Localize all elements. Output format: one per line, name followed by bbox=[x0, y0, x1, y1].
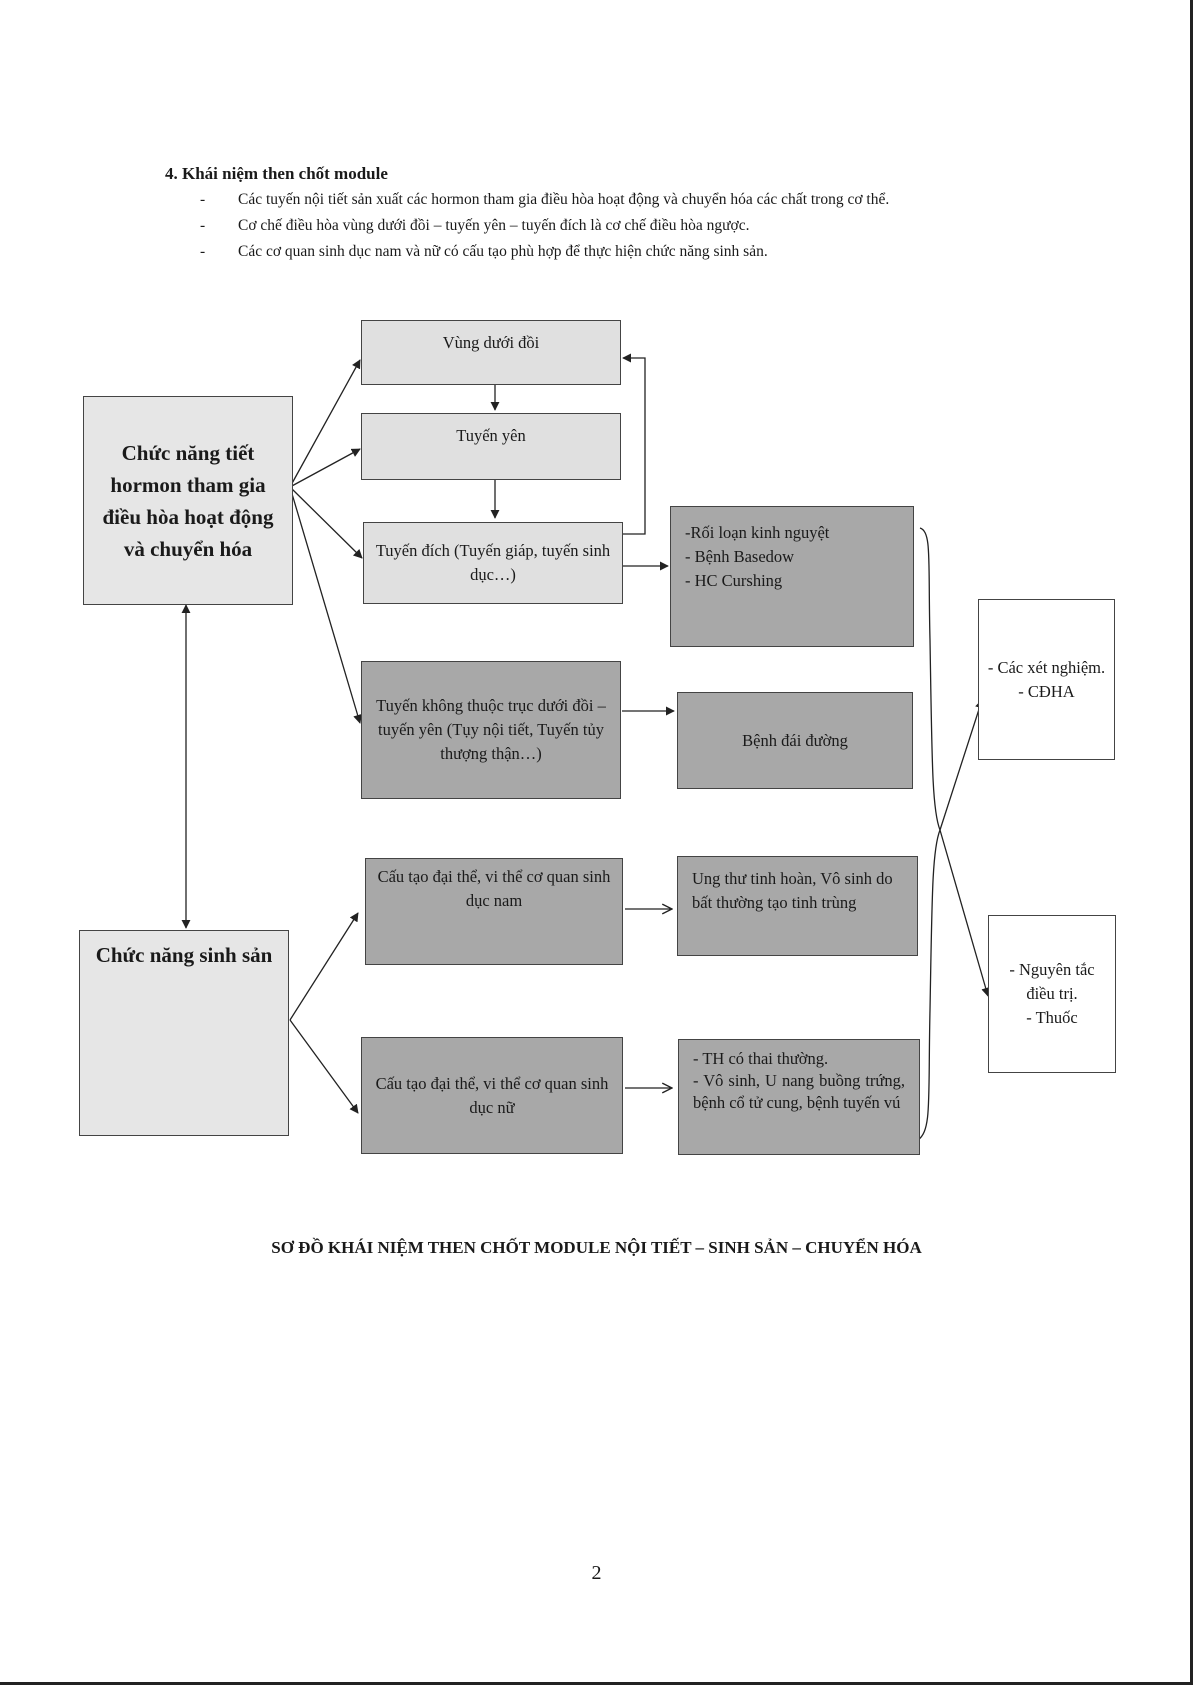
treatment-item: - Thuốc bbox=[1026, 1008, 1078, 1027]
key-concept-text: Các tuyến nội tiết sản xuất các hormon t… bbox=[238, 191, 890, 208]
box-male-diseases: Ung thư tinh hoàn, Vô sinh do bất thường… bbox=[677, 856, 918, 956]
box-hypothalamus: Vùng dưới đồi bbox=[361, 320, 621, 385]
key-concept-item: - Cơ chế điều hòa vùng dưới đồi – tuyến y… bbox=[200, 216, 1080, 236]
box-pituitary: Tuyến yên bbox=[361, 413, 621, 480]
arrow-brace-to-treatment bbox=[939, 829, 991, 997]
arrow-endocrine-to-pituitary bbox=[289, 448, 361, 488]
key-concept-text: Các cơ quan sinh dục nam và nữ có cấu tạ… bbox=[238, 243, 768, 260]
arrow-endocrine-to-non-axis bbox=[289, 486, 363, 724]
key-concepts-list: - Các tuyến nội tiết sản xuất các hormon … bbox=[200, 190, 1080, 268]
grouping-brace bbox=[917, 527, 941, 1141]
treatment-item: - Nguyên tắc điều trị. bbox=[1009, 960, 1095, 1003]
box-target-disorders: -Rối loạn kinh nguyệt - Bệnh Basedow - H… bbox=[670, 506, 914, 647]
key-concept-text: Cơ chế điều hòa vùng dưới đồi – tuyến yê… bbox=[238, 217, 750, 234]
diagnosis-item: - CĐHA bbox=[1018, 681, 1075, 701]
bullet-dash: - bbox=[200, 191, 206, 208]
diagram-caption: SƠ ĐỒ KHÁI NIỆM THEN CHỐT MODULE NỘI TIẾ… bbox=[271, 1238, 922, 1257]
bullet-dash: - bbox=[200, 243, 206, 260]
bullet-dash: - bbox=[200, 217, 206, 234]
female-disease-item: - Vô sinh, U nang buồng trứng, bệnh cổ t… bbox=[693, 1071, 905, 1112]
box-reproductive-function: Chức năng sinh sản bbox=[79, 930, 289, 1136]
page-number: 2 bbox=[591, 1562, 602, 1584]
key-concept-item: - Các tuyến nội tiết sản xuất các hormon … bbox=[200, 190, 1080, 210]
female-disease-item: - TH có thai thường. bbox=[693, 1049, 829, 1068]
arrow-reproduction-to-male bbox=[289, 912, 359, 1021]
box-target-gland: Tuyến đích (Tuyến giáp, tuyến sinh dục…) bbox=[363, 522, 623, 604]
box-diabetes: Bệnh đái đường bbox=[677, 692, 913, 789]
key-concept-item: - Các cơ quan sinh dục nam và nữ có cấu t… bbox=[200, 242, 1080, 262]
box-treatment: - Nguyên tắc điều trị. - Thuốc bbox=[988, 915, 1116, 1073]
diagnosis-item: - Các xét nghiệm. bbox=[987, 657, 1106, 677]
box-female-structure: Cấu tạo đại thể, vi thể cơ quan sinh dục… bbox=[361, 1037, 623, 1154]
box-male-structure: Cấu tạo đại thể, vi thể cơ quan sinh dục… bbox=[365, 858, 623, 965]
box-diagnosis: - Các xét nghiệm. - CĐHA bbox=[978, 599, 1115, 760]
arrow-brace-to-diagnosis bbox=[939, 699, 984, 831]
box-endocrine-function: Chức năng tiết hormon tham gia điều hòa … bbox=[83, 396, 293, 605]
box-female-diseases: - TH có thai thường. - Vô sinh, U nang b… bbox=[678, 1039, 920, 1155]
disorder-item: - HC Curshing bbox=[685, 571, 783, 590]
disorder-item: - Bệnh Basedow bbox=[685, 547, 795, 566]
feedback-target-to-hypothalamus bbox=[622, 353, 646, 535]
disorder-item: -Rối loạn kinh nguyệt bbox=[685, 523, 830, 542]
box-non-axis-gland: Tuyến không thuộc trục dưới đồi – tuyến … bbox=[361, 661, 621, 799]
arrow-reproduction-to-female bbox=[289, 1019, 359, 1114]
arrow-endocrine-to-hypothalamus bbox=[289, 359, 361, 488]
section-title: 4. Khái niệm then chốt module bbox=[165, 164, 388, 183]
arrow-endocrine-to-target bbox=[289, 486, 363, 559]
